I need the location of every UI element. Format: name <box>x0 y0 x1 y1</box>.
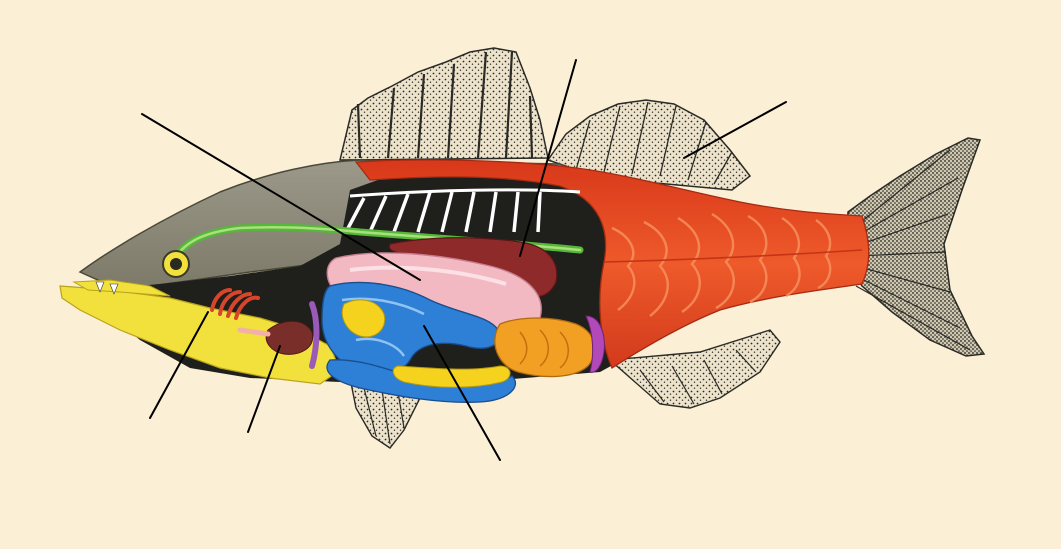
eye <box>163 251 189 277</box>
heart <box>266 321 312 354</box>
intestine <box>495 318 595 377</box>
